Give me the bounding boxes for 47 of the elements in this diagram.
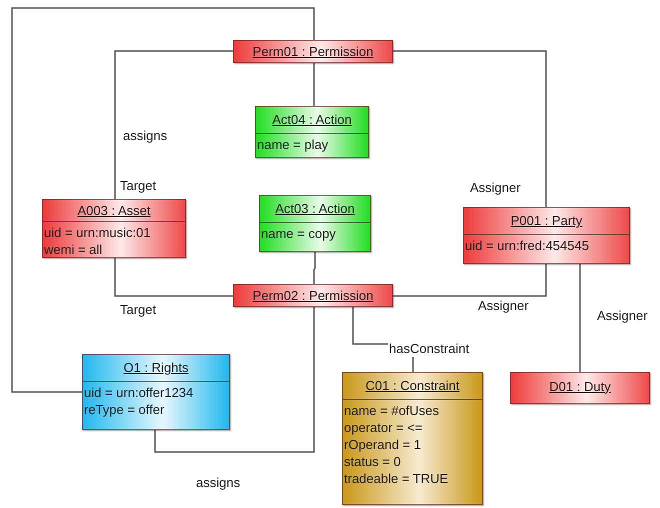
attribute-text: name = play bbox=[257, 136, 330, 153]
edge-label: assigns bbox=[195, 475, 242, 491]
attribute-text: reType = offer bbox=[84, 401, 166, 418]
attribute-text: status = 0 bbox=[344, 453, 402, 470]
object-box bbox=[510, 372, 650, 404]
attribute-text: name = #ofUses bbox=[344, 402, 440, 419]
object-box bbox=[463, 207, 630, 264]
connector-line bbox=[114, 258, 233, 297]
object-name: P001 : Party bbox=[510, 213, 582, 229]
object-name: C01 : Constraint bbox=[366, 378, 460, 394]
object-name: A003 : Asset bbox=[78, 202, 150, 218]
role-label: Assigner bbox=[478, 298, 529, 314]
edge-label: assigns bbox=[122, 128, 168, 144]
attribute-text: rOperand = 1 bbox=[344, 436, 422, 453]
connector-line bbox=[313, 252, 316, 284]
object-name: Perm01 : Permission bbox=[252, 44, 374, 60]
object-box bbox=[82, 354, 230, 430]
object-box bbox=[342, 372, 483, 505]
connector-line bbox=[393, 50, 547, 207]
connector-line bbox=[579, 264, 581, 372]
object-name: O1 : Rights bbox=[123, 360, 189, 376]
attribute-text: uid = urn:offer1234 bbox=[84, 384, 194, 401]
attribute-text: name = copy bbox=[261, 225, 337, 242]
attribute-text: uid = urn:music:01 bbox=[44, 224, 152, 241]
object-box bbox=[233, 284, 393, 307]
object-name: Act03 : Action bbox=[275, 201, 355, 217]
role-label: Assigner bbox=[470, 180, 521, 196]
object-name: D01 : Duty bbox=[549, 378, 611, 394]
object-box bbox=[255, 106, 369, 158]
connector-line bbox=[114, 50, 233, 199]
connector-line bbox=[393, 264, 547, 297]
object-box bbox=[42, 199, 186, 258]
connector-line bbox=[154, 307, 315, 453]
connector-line bbox=[11, 7, 315, 393]
object-name: Perm02 : Permission bbox=[252, 288, 374, 304]
role-label: Target bbox=[120, 302, 156, 318]
connector-line bbox=[313, 63, 315, 106]
role-label: Target bbox=[120, 178, 156, 194]
object-box bbox=[233, 40, 393, 63]
object-box bbox=[259, 195, 371, 252]
object-name: Act04 : Action bbox=[272, 112, 352, 128]
attribute-text: tradeable = TRUE bbox=[344, 470, 450, 487]
edge-label: hasConstraint bbox=[388, 341, 470, 357]
role-label: Assigner bbox=[597, 308, 648, 324]
attribute-text: uid = urn:fred:454545 bbox=[465, 237, 590, 254]
attribute-text: operator = <= bbox=[344, 419, 424, 436]
attribute-text: wemi = all bbox=[44, 241, 104, 258]
